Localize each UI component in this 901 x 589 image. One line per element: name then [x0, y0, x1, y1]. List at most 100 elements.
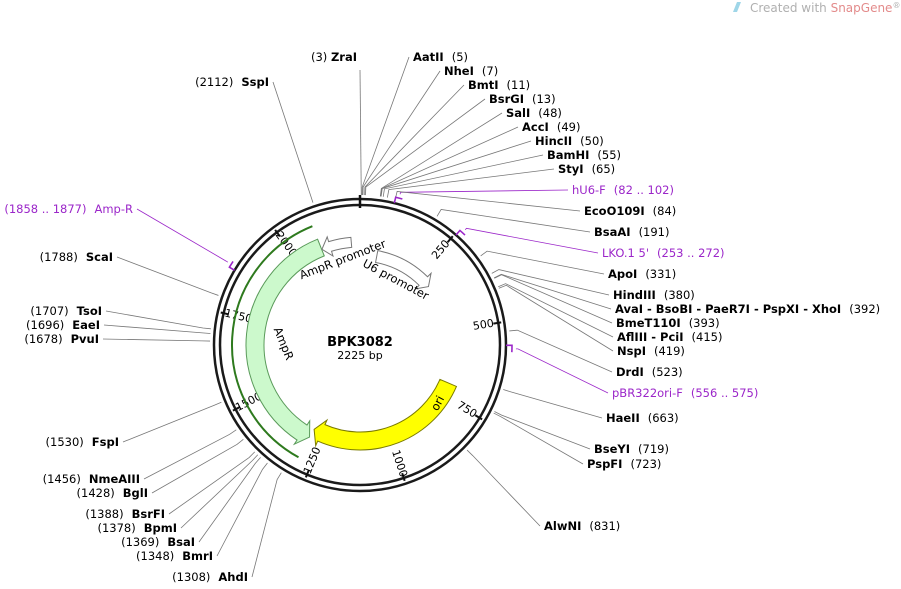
leader-line	[399, 189, 569, 195]
leader-line	[386, 168, 555, 198]
label-pbr322ori-f: pBR322ori-F(556 .. 575)	[612, 386, 758, 400]
leader-line	[394, 190, 581, 212]
label-acci: AccI(49)	[522, 120, 580, 134]
tick-mark	[304, 469, 310, 478]
leader-line	[493, 273, 612, 310]
label-avai-bsobi-paer7i-pspxi-xhoi: AvaI - BsoBI - PaeR7I - PspXI - XhoI(392…	[615, 302, 880, 316]
label-bpmi: (1378)BpmI	[97, 521, 177, 535]
leader-line	[198, 457, 261, 543]
feature-ampr-promoter	[321, 235, 353, 258]
leader-line	[168, 451, 256, 515]
leader-line	[493, 412, 584, 465]
watermark-text: Created with SnapGene®	[750, 1, 900, 15]
label-aatii: AatII(5)	[413, 50, 468, 64]
label-afliii-pcii: AflIII - PciI(415)	[617, 330, 722, 344]
label-hindiii: HindIII(380)	[613, 288, 695, 302]
snapgene-watermark: Created with SnapGene®	[733, 1, 900, 15]
ampr-cds-bar	[231, 225, 313, 459]
label-bamhi: BamHI(55)	[547, 148, 621, 162]
leader-line	[103, 324, 211, 334]
leader-line	[143, 429, 237, 480]
label-bmet110i: BmeT110I(393)	[616, 316, 720, 330]
tick-mark	[474, 414, 483, 421]
label-eaei: (1696)EaeI	[26, 318, 100, 332]
leader-line	[116, 256, 219, 296]
label-sali: SalI(48)	[506, 106, 562, 120]
label-bsrgi: BsrGI(13)	[489, 92, 556, 106]
leader-line	[480, 250, 605, 275]
label-bseyi: BseYI(719)	[594, 442, 669, 456]
plasmid-length: 2225 bp	[337, 349, 382, 362]
leader-line	[122, 401, 222, 443]
label-hu6-f: hU6-F(82 .. 102)	[572, 183, 674, 197]
label-ecoo109i: EcoO109I(84)	[584, 204, 676, 218]
feature-label-ampr: AmpR	[271, 325, 297, 362]
tick-label: 1000	[389, 448, 410, 479]
primer-marker	[393, 196, 403, 204]
leader-line	[216, 462, 268, 557]
leader-line	[515, 348, 609, 394]
feature-ampr	[245, 238, 325, 446]
label-lko-1-5: LKO.1 5'(253 .. 272)	[602, 246, 725, 260]
leader-line	[380, 140, 532, 197]
label-scai: (1788)ScaI	[40, 250, 113, 264]
leader-line	[359, 69, 362, 196]
feature-u6-promoter	[374, 250, 432, 290]
leader-line	[503, 389, 603, 419]
feature-label-ori: ori	[428, 393, 447, 413]
tick-mark	[446, 235, 454, 243]
label-sspi: (2112)SspI	[195, 75, 269, 89]
label-hincii: HincII(50)	[535, 134, 604, 148]
leader-line	[361, 56, 410, 196]
tick-label: 1750	[223, 307, 253, 326]
primer-marker	[228, 260, 235, 271]
label-fspi: (1530)FspI	[46, 435, 119, 449]
tick-label: 750	[455, 399, 480, 421]
label-bmti: BmtI(11)	[468, 78, 530, 92]
label-bsaai: BsaAI(191)	[594, 225, 670, 239]
label-haeii: HaeII(663)	[606, 411, 679, 425]
leader-line	[380, 126, 519, 197]
tick-mark	[220, 311, 229, 316]
leader-line	[364, 84, 465, 196]
label-nspi: NspI(419)	[617, 344, 685, 358]
leader-line	[509, 329, 613, 373]
enzyme-labels: (3) ZraI AatII(5)NheI(7)BmtI(11)BsrGI(13)…	[4, 50, 880, 584]
leader-line	[494, 274, 613, 324]
label-styi: StyI(65)	[558, 162, 615, 176]
label-zrai: (3) ZraI	[311, 50, 357, 64]
primer-marker	[505, 344, 513, 353]
feature-ori	[313, 378, 458, 451]
tick-label: 500	[472, 317, 495, 333]
leader-line	[464, 227, 599, 254]
label-bgli: (1428)BglI	[77, 486, 148, 500]
label-pvui: (1678)PvuI	[24, 332, 99, 346]
leader-line	[362, 70, 441, 196]
leader-line	[365, 98, 486, 196]
tick-mark	[493, 321, 502, 325]
leader-line	[379, 112, 503, 197]
primer-markers	[228, 196, 513, 353]
tick-mark	[274, 229, 281, 237]
leader-line	[105, 310, 211, 330]
label-bsai: (1369)BsaI	[121, 535, 195, 549]
tick-label: 1250	[301, 445, 324, 476]
label-amp-r: (1858 .. 1877)Amp-R	[4, 202, 133, 216]
label-apoi: ApoI(331)	[608, 267, 676, 281]
leader-line	[498, 283, 614, 338]
label-nhei: NheI(7)	[444, 64, 498, 78]
label-bmri: (1348)BmrI	[136, 549, 213, 563]
leader-line	[436, 208, 591, 233]
tick-mark	[232, 406, 241, 412]
leader-line	[494, 411, 591, 450]
leader-line	[102, 338, 211, 342]
leader-line	[498, 284, 614, 352]
leader-line	[491, 269, 610, 296]
leader-line	[466, 449, 541, 527]
label-bsrfi: (1388)BsrFI	[85, 507, 165, 521]
label-ahdi: (1308)AhdI	[172, 570, 248, 584]
leader-line	[251, 472, 282, 578]
primer-marker	[455, 229, 466, 236]
leader-line	[382, 154, 544, 197]
